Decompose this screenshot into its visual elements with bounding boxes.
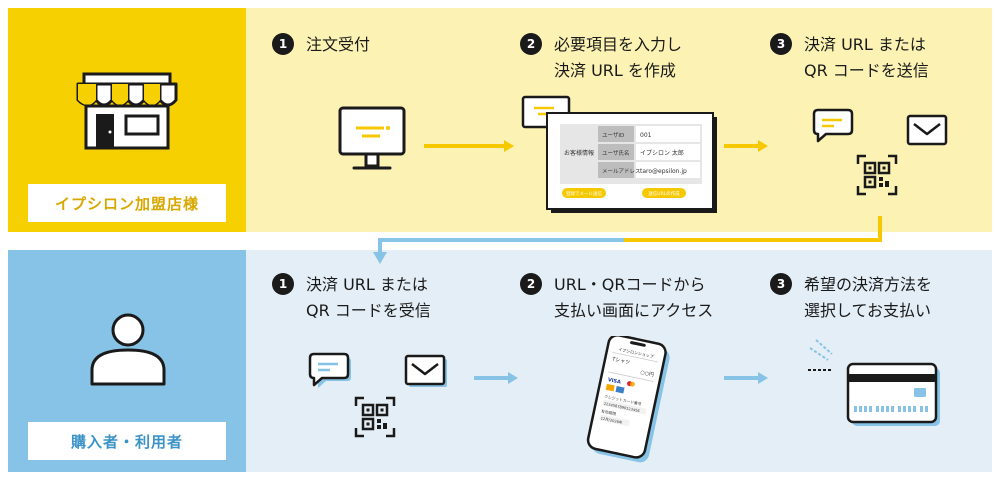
step-text: URL・QRコードから 支払い画面にアクセス xyxy=(554,275,714,320)
step-number-badge: 2 xyxy=(520,273,542,295)
arrow-right-icon xyxy=(724,140,768,152)
qr-code-icon xyxy=(354,396,396,438)
step-text: 必要項目を入力し 決済 URL を作成 xyxy=(554,35,683,80)
mail-icon xyxy=(906,114,948,146)
qr-code-icon xyxy=(856,154,898,196)
step-number-badge: 2 xyxy=(520,33,542,55)
merchant-step-1: 1 注文受付 xyxy=(272,32,370,58)
step-number-badge: 3 xyxy=(770,33,792,55)
connector-arrow xyxy=(373,216,882,264)
step-text: 希望の決済方法を 選択してお支払い xyxy=(804,275,933,320)
mail-icon xyxy=(404,354,447,387)
credit-card-icon xyxy=(808,339,940,426)
form-button-create-url: 送信URLの作成 xyxy=(648,190,680,197)
phone-card-number: 1234567890123456 xyxy=(603,402,640,414)
form-side-label: お客様情報 xyxy=(564,149,594,157)
step-number-badge: 3 xyxy=(770,273,792,295)
phone-card-brand: VISA xyxy=(607,377,621,386)
form-value-user-name: イプシロン 太郎 xyxy=(640,149,684,157)
arrow-right-icon xyxy=(724,372,768,384)
form-value-email: taro@epsilon.jp xyxy=(640,168,687,175)
phone-expiry-label: 有効期限 xyxy=(601,408,617,416)
chat-icon xyxy=(308,352,351,388)
phone-item-name: Tシャツ xyxy=(611,356,631,366)
merchant-step-2: 2 必要項目を入力し 決済 URL を作成 xyxy=(520,32,682,84)
smartphone-icon: イプシロンショップ Tシャツ ○○円 VISA クレジットカード番号 12345… xyxy=(586,336,670,463)
buyer-step-2: 2 URL・QRコードから 支払い画面にアクセス xyxy=(520,272,713,324)
form-button-send-mail: 登録でメール送信 xyxy=(566,190,602,197)
form-key-email: メールアドレス xyxy=(602,168,641,175)
arrow-right-icon xyxy=(474,372,518,384)
merchant-step-3: 3 決済 URL または QR コードを送信 xyxy=(770,32,929,84)
form-key-user-id: ユーザID xyxy=(602,132,624,139)
phone-item-price: ○○円 xyxy=(640,370,655,379)
url-form-mock: お客様情報 ユーザID ユーザ氏名 メールアドレス 001 イプシロン 太郎 t… xyxy=(546,112,717,213)
person-icon xyxy=(90,313,166,386)
arrow-right-icon xyxy=(424,140,514,152)
step-number-badge: 1 xyxy=(272,33,294,55)
step-text: 決済 URL または QR コードを送信 xyxy=(804,35,929,80)
step-number-badge: 1 xyxy=(272,273,294,295)
buyer-step-1: 1 決済 URL または QR コードを受信 xyxy=(272,272,431,324)
chat-icon xyxy=(812,108,854,143)
buyer-label: 購入者・利用者 xyxy=(28,422,226,460)
step-text: 決済 URL または QR コードを受信 xyxy=(306,275,431,320)
store-icon xyxy=(76,72,178,150)
form-key-user-name: ユーザ氏名 xyxy=(602,149,629,157)
monitor-icon xyxy=(338,106,406,170)
merchant-label: イプシロン加盟店様 xyxy=(28,184,226,222)
buyer-step-3: 3 希望の決済方法を 選択してお支払い xyxy=(770,272,932,324)
form-value-user-id: 001 xyxy=(640,132,652,139)
step-text: 注文受付 xyxy=(306,35,371,54)
phone-expiry-value: 12月/2026年 xyxy=(600,415,623,425)
